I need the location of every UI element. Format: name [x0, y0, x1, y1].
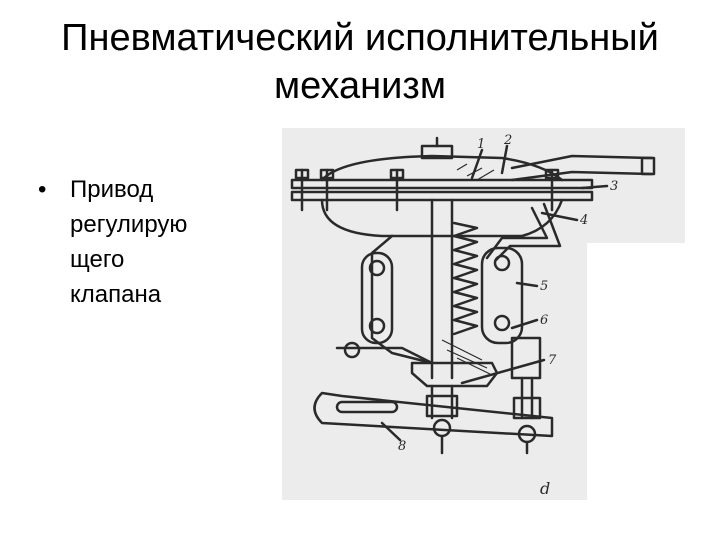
- bullet-list: • Привод регулирую щего клапана: [38, 172, 248, 312]
- slide-title: Пневматический исполнительный механизм: [20, 14, 700, 110]
- bullet-text: Привод регулирую щего клапана: [70, 176, 188, 308]
- callout-1: 1: [477, 137, 485, 152]
- callout-labels: 1 2 3 4 5 6 7 8 d: [398, 133, 618, 498]
- drawing-lines: [290, 136, 656, 455]
- actuator-drawing-svg: 1 2 3 4 5 6 7 8 d: [282, 128, 685, 500]
- callout-6: 6: [540, 313, 548, 328]
- callout-4: 4: [579, 213, 588, 228]
- slide-title-line-2: механизм: [274, 65, 446, 107]
- actuator-drawing: 1 2 3 4 5 6 7 8 d: [282, 128, 685, 500]
- callout-8: 8: [398, 439, 406, 454]
- callout-3: 3: [610, 179, 618, 194]
- bullet-item: • Привод регулирую щего клапана: [38, 172, 248, 312]
- callout-2: 2: [503, 133, 512, 148]
- callout-5: 5: [540, 279, 548, 294]
- slide-title-line-1: Пневматический исполнительный: [61, 17, 659, 59]
- hatching: [441, 163, 495, 375]
- bullet-dot-icon: •: [38, 176, 47, 203]
- figure-corner-label: d: [540, 479, 550, 498]
- callout-7: 7: [548, 353, 557, 368]
